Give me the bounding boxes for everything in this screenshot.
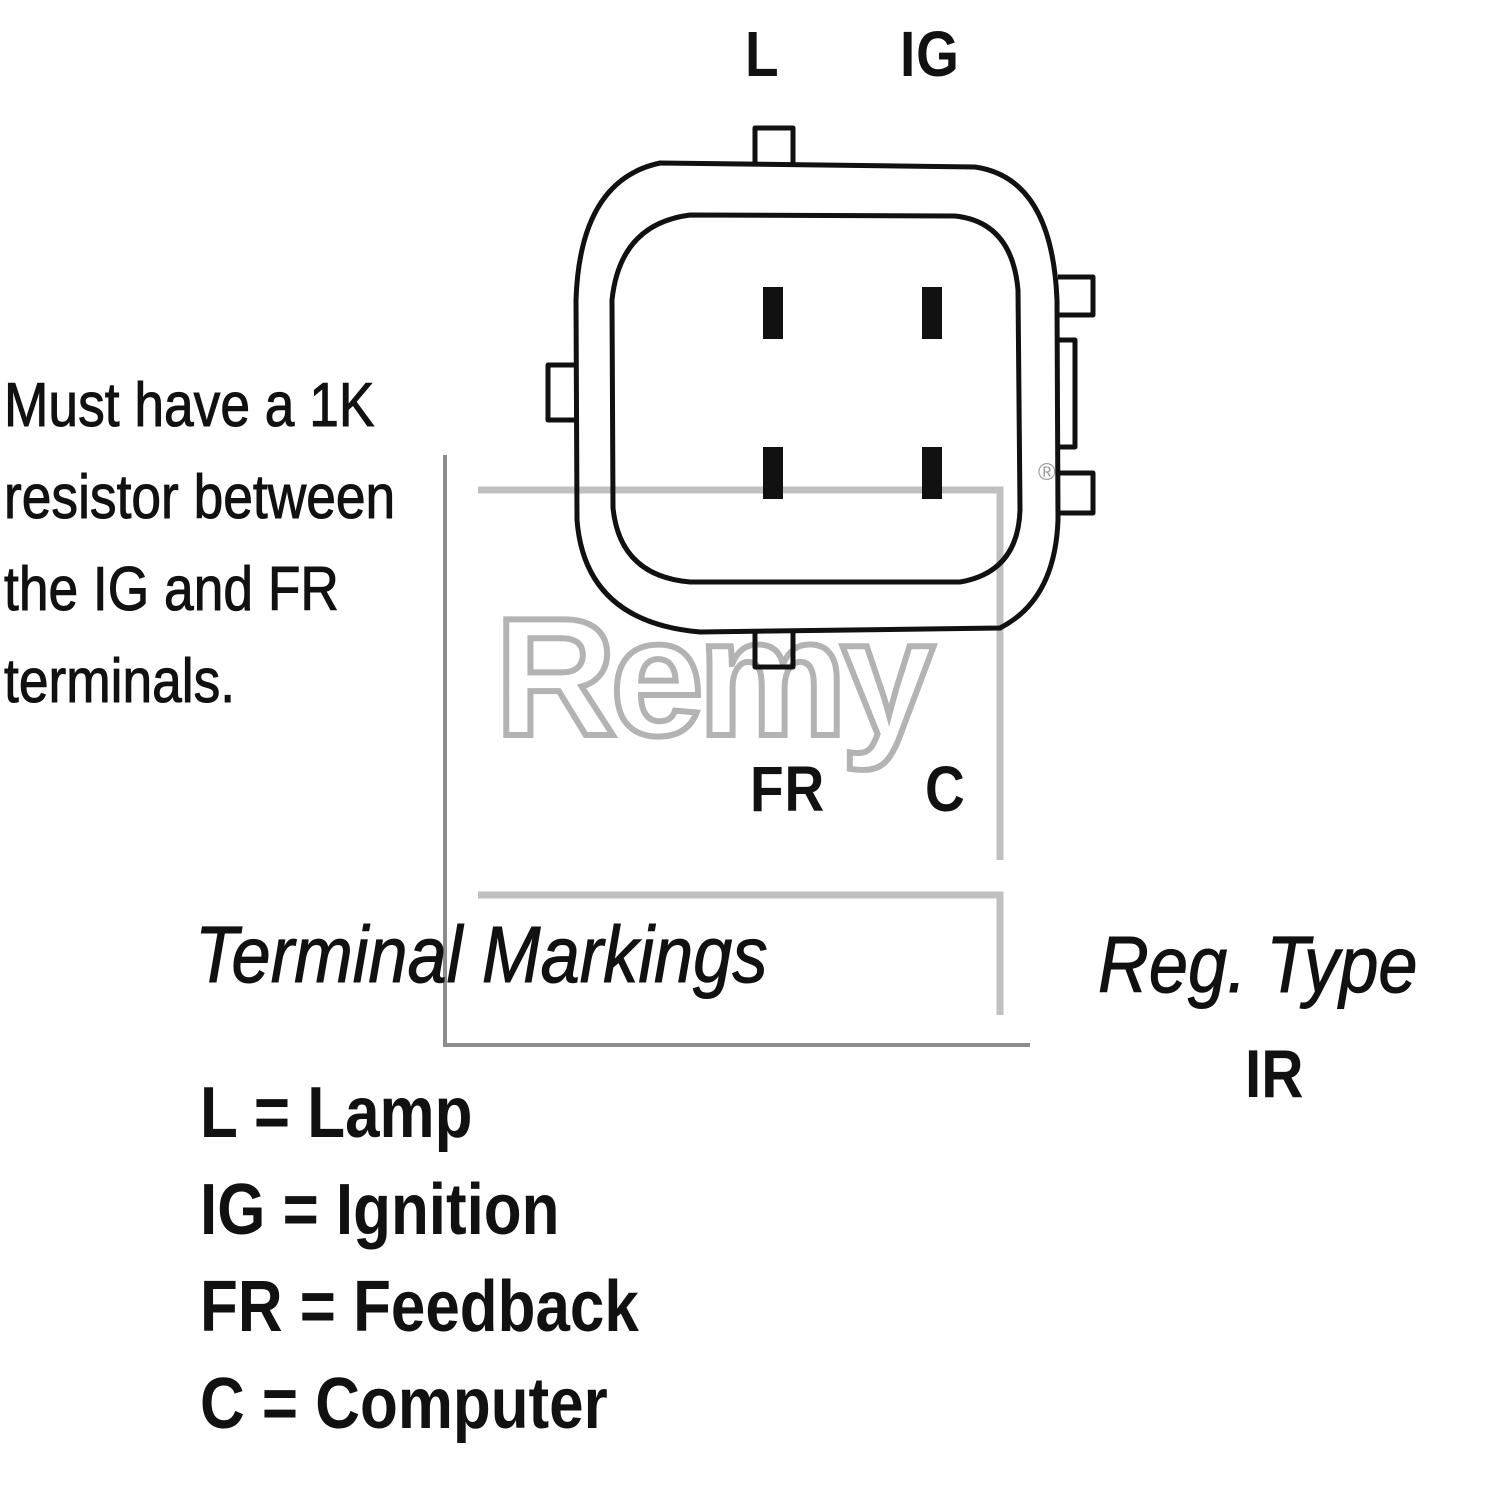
pin-fr-terminal (763, 447, 783, 499)
connector-top-tab (752, 125, 796, 163)
pin-label-ig: IG (900, 18, 960, 90)
pin-c-terminal (922, 447, 942, 499)
pin-ig-terminal (922, 287, 942, 339)
watermark-brand: Remy (495, 583, 934, 771)
connector-outer-housing (573, 160, 1061, 635)
connector-bottom-tab (752, 632, 796, 670)
connector-left-tab (545, 362, 576, 423)
regulator-type-value: IR (1245, 1036, 1304, 1112)
watermark-registered-mark: ® (1038, 459, 1056, 486)
terminal-legend: L = Lamp IG = Ignition FR = Feedback C =… (200, 1065, 639, 1453)
watermark-frame (443, 455, 1030, 1047)
pin-label-c: C (925, 753, 966, 825)
legend-item-ignition: IG = Ignition (200, 1170, 560, 1250)
resistor-note: Must have a 1K resistor between the IG a… (4, 371, 396, 717)
regulator-type-title: Reg. Type (1098, 920, 1418, 1009)
pin-label-l: L (745, 18, 780, 90)
legend-item-feedback: FR = Feedback (200, 1267, 639, 1347)
legend-item-computer: C = Computer (200, 1364, 608, 1444)
pin-label-fr: FR (750, 753, 826, 825)
legend-item-lamp: L = Lamp (200, 1073, 473, 1153)
connector-right-tab-lower (1058, 470, 1096, 516)
legend-title: Terminal Markings (195, 910, 768, 999)
connector-right-tab-upper (1058, 274, 1096, 318)
pin-l-terminal (763, 287, 783, 339)
connector-right-rail (1058, 337, 1078, 450)
connector-inner-housing (609, 212, 1023, 585)
